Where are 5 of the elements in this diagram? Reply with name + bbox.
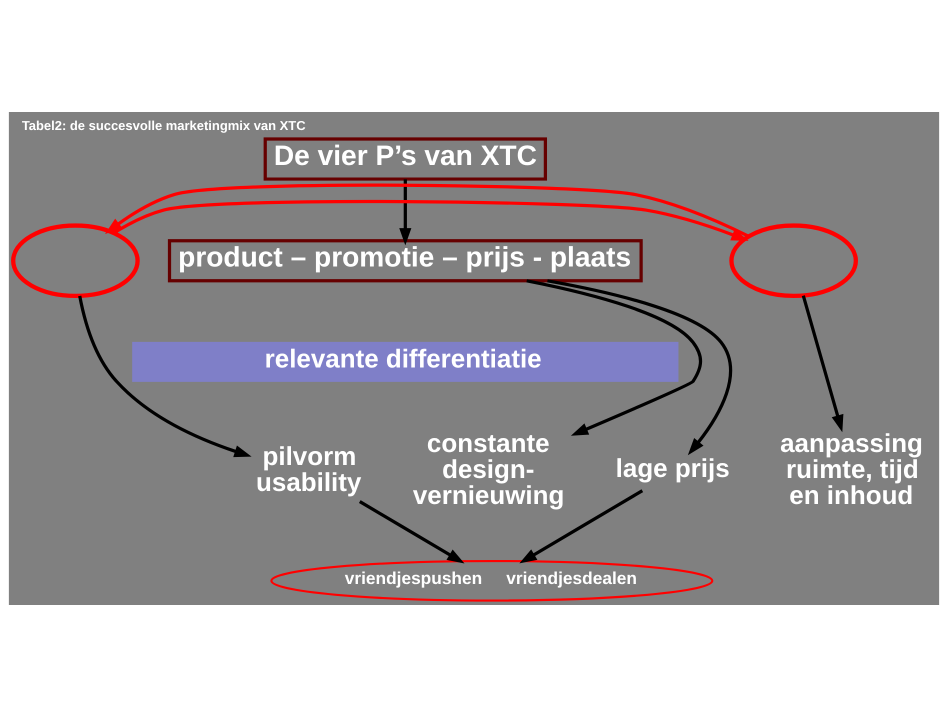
node-text: aanpassing ruimte, tijd en inhoud [780,428,923,510]
diagram-title: Tabel2: de succesvolle marketingmix van XTC [22,118,306,133]
node-text: pilvorm usability [256,440,362,497]
node-text: constante design- vernieuwing [412,428,564,510]
node-text: lage prijs [616,452,730,483]
